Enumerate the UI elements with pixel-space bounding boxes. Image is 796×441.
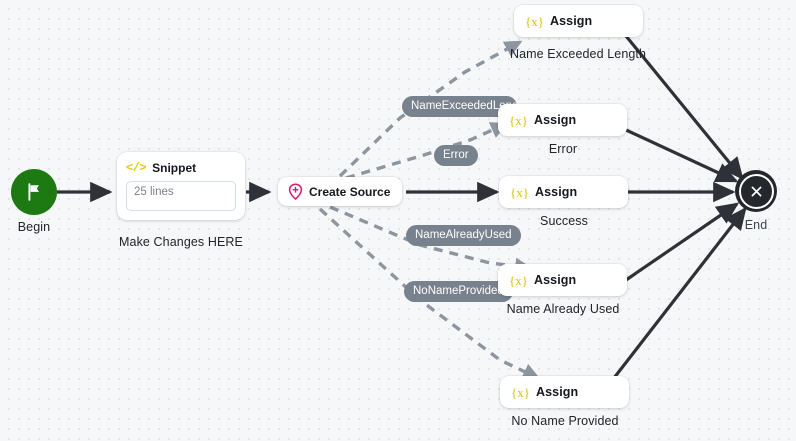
create-source-card[interactable]: Create Source xyxy=(278,177,402,206)
snippet-title: Snippet xyxy=(152,160,197,175)
code-icon: </> xyxy=(126,160,147,175)
create-source-label: Create Source xyxy=(309,184,391,199)
begin-caption: Begin xyxy=(17,220,51,234)
assign-variable-icon: {x} xyxy=(509,272,528,288)
node-assign-error[interactable]: {x} Assign Error xyxy=(498,104,698,164)
assign-card[interactable]: {x} Assign xyxy=(498,104,627,136)
assign-variable-icon: {x} xyxy=(510,184,529,200)
node-assign-success[interactable]: {x} Assign Success xyxy=(499,176,699,236)
close-x-icon xyxy=(751,186,761,196)
edge-label-error[interactable]: Error xyxy=(434,145,478,166)
node-end[interactable]: End xyxy=(735,170,796,240)
assign-variable-icon: {x} xyxy=(525,13,544,29)
assign-caption: Success xyxy=(540,214,588,228)
assign-variable-icon: {x} xyxy=(509,112,528,128)
map-pin-plus-icon xyxy=(288,183,303,200)
assign-caption: Error xyxy=(548,142,578,156)
assign-label: Assign xyxy=(535,385,579,399)
assign-caption: No Name Provided xyxy=(511,414,619,428)
assign-caption: Name Already Used xyxy=(506,302,620,316)
assign-label: Assign xyxy=(533,273,577,287)
node-assign-no-name-provided[interactable]: {x} Assign No Name Provided xyxy=(500,376,700,436)
flag-icon xyxy=(28,183,39,201)
node-snippet[interactable]: </> Snippet 25 lines Make Changes HERE xyxy=(117,152,317,252)
node-assign-name-exceeded-length[interactable]: {x} Assign Name Exceeded Length xyxy=(510,5,714,65)
node-begin[interactable]: Begin xyxy=(10,169,110,239)
snippet-header: </> Snippet xyxy=(126,159,236,176)
assign-card[interactable]: {x} Assign xyxy=(514,5,643,37)
assign-card[interactable]: {x} Assign xyxy=(499,176,628,208)
assign-label: Assign xyxy=(533,113,577,127)
assign-card[interactable]: {x} Assign xyxy=(498,264,627,296)
assign-caption: Name Exceeded Length xyxy=(509,47,647,61)
assign-label: Assign xyxy=(549,14,593,28)
snippet-lines-box[interactable]: 25 lines xyxy=(126,181,236,211)
assign-card[interactable]: {x} Assign xyxy=(500,376,629,408)
assign-variable-icon: {x} xyxy=(511,384,530,400)
end-ring xyxy=(738,173,774,209)
end-circle[interactable] xyxy=(735,170,777,212)
snippet-caption: Make Changes HERE xyxy=(119,235,243,249)
edge-label-no-name-provided[interactable]: NoNameProvided xyxy=(404,281,513,302)
begin-circle[interactable] xyxy=(11,169,57,215)
end-caption: End xyxy=(744,218,768,232)
snippet-card[interactable]: </> Snippet 25 lines xyxy=(117,152,245,220)
node-create-source[interactable]: Create Source xyxy=(278,177,408,209)
edge-label-name-already-used[interactable]: NameAlreadyUsed xyxy=(406,225,521,246)
assign-label: Assign xyxy=(534,185,578,199)
node-assign-name-already-used[interactable]: {x} Assign Name Already Used xyxy=(498,264,698,324)
edge-label-name-exceeded-length[interactable]: NameExceededLength xyxy=(402,96,517,117)
